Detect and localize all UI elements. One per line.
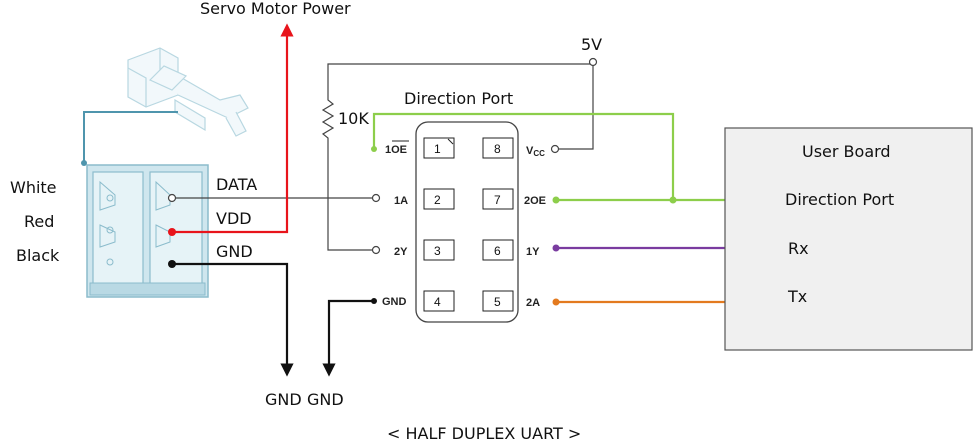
ic-pin-boxes-right bbox=[482, 137, 514, 312]
pin-number-8: 8 bbox=[494, 142, 501, 156]
pin-label-vcc: VCC bbox=[526, 145, 545, 158]
cable-junction bbox=[81, 160, 87, 166]
gnd-left-label: GND bbox=[265, 390, 302, 409]
user-board-rx: Rx bbox=[788, 239, 809, 258]
user-board-tx: Tx bbox=[787, 287, 807, 306]
pin-number-6: 6 bbox=[494, 244, 501, 258]
user-board-title: User Board bbox=[802, 142, 891, 161]
pin-number-2: 2 bbox=[434, 193, 441, 207]
direction-enable-wire bbox=[372, 112, 675, 200]
data-to-2y-wire bbox=[327, 198, 372, 251]
pin-label-gnd: GND bbox=[382, 296, 407, 308]
pin-number-4: 4 bbox=[434, 295, 441, 309]
cable-black-label: Black bbox=[16, 246, 60, 265]
data-signal-label: DATA bbox=[216, 175, 257, 194]
gnd-signal-label: GND bbox=[216, 242, 253, 261]
pin-label-1oe: 1OE bbox=[385, 144, 407, 156]
buffer-ic bbox=[415, 121, 519, 323]
ic-pin-boxes-left bbox=[423, 137, 455, 312]
cable-red-label: Red bbox=[24, 212, 54, 231]
direction-port-top-label: Direction Port bbox=[404, 89, 513, 108]
pin-number-5: 5 bbox=[494, 295, 501, 309]
5v-node bbox=[588, 57, 598, 67]
user-board-direction-port: Direction Port bbox=[785, 190, 894, 209]
vdd-wire bbox=[172, 23, 294, 234]
cable-white-label: White bbox=[10, 178, 57, 197]
pin-label-2a: 2A bbox=[526, 297, 540, 309]
pin-label-2oe: 2OE bbox=[524, 195, 546, 207]
pin-number-3: 3 bbox=[434, 244, 441, 258]
resistor-label: 10K bbox=[338, 109, 369, 128]
vdd-signal-label: VDD bbox=[216, 209, 252, 228]
servo-motor-icon bbox=[127, 47, 249, 137]
5v-label: 5V bbox=[581, 35, 602, 54]
gnd-wire-left bbox=[172, 262, 294, 377]
pin-label-1a: 1A bbox=[394, 195, 408, 207]
user-board bbox=[724, 127, 973, 351]
pin-number-7: 7 bbox=[494, 193, 501, 207]
pin-label-1y: 1Y bbox=[526, 246, 540, 258]
gnd-right-label: GND bbox=[307, 390, 344, 409]
servo-cable bbox=[83, 111, 178, 163]
diagram-caption: < HALF DUPLEX UART > bbox=[387, 424, 581, 443]
gnd-wire-right bbox=[322, 299, 374, 377]
servo-power-label: Servo Motor Power bbox=[200, 0, 351, 18]
pin-label-2y: 2Y bbox=[394, 246, 408, 258]
pin-number-1: 1 bbox=[434, 142, 441, 156]
